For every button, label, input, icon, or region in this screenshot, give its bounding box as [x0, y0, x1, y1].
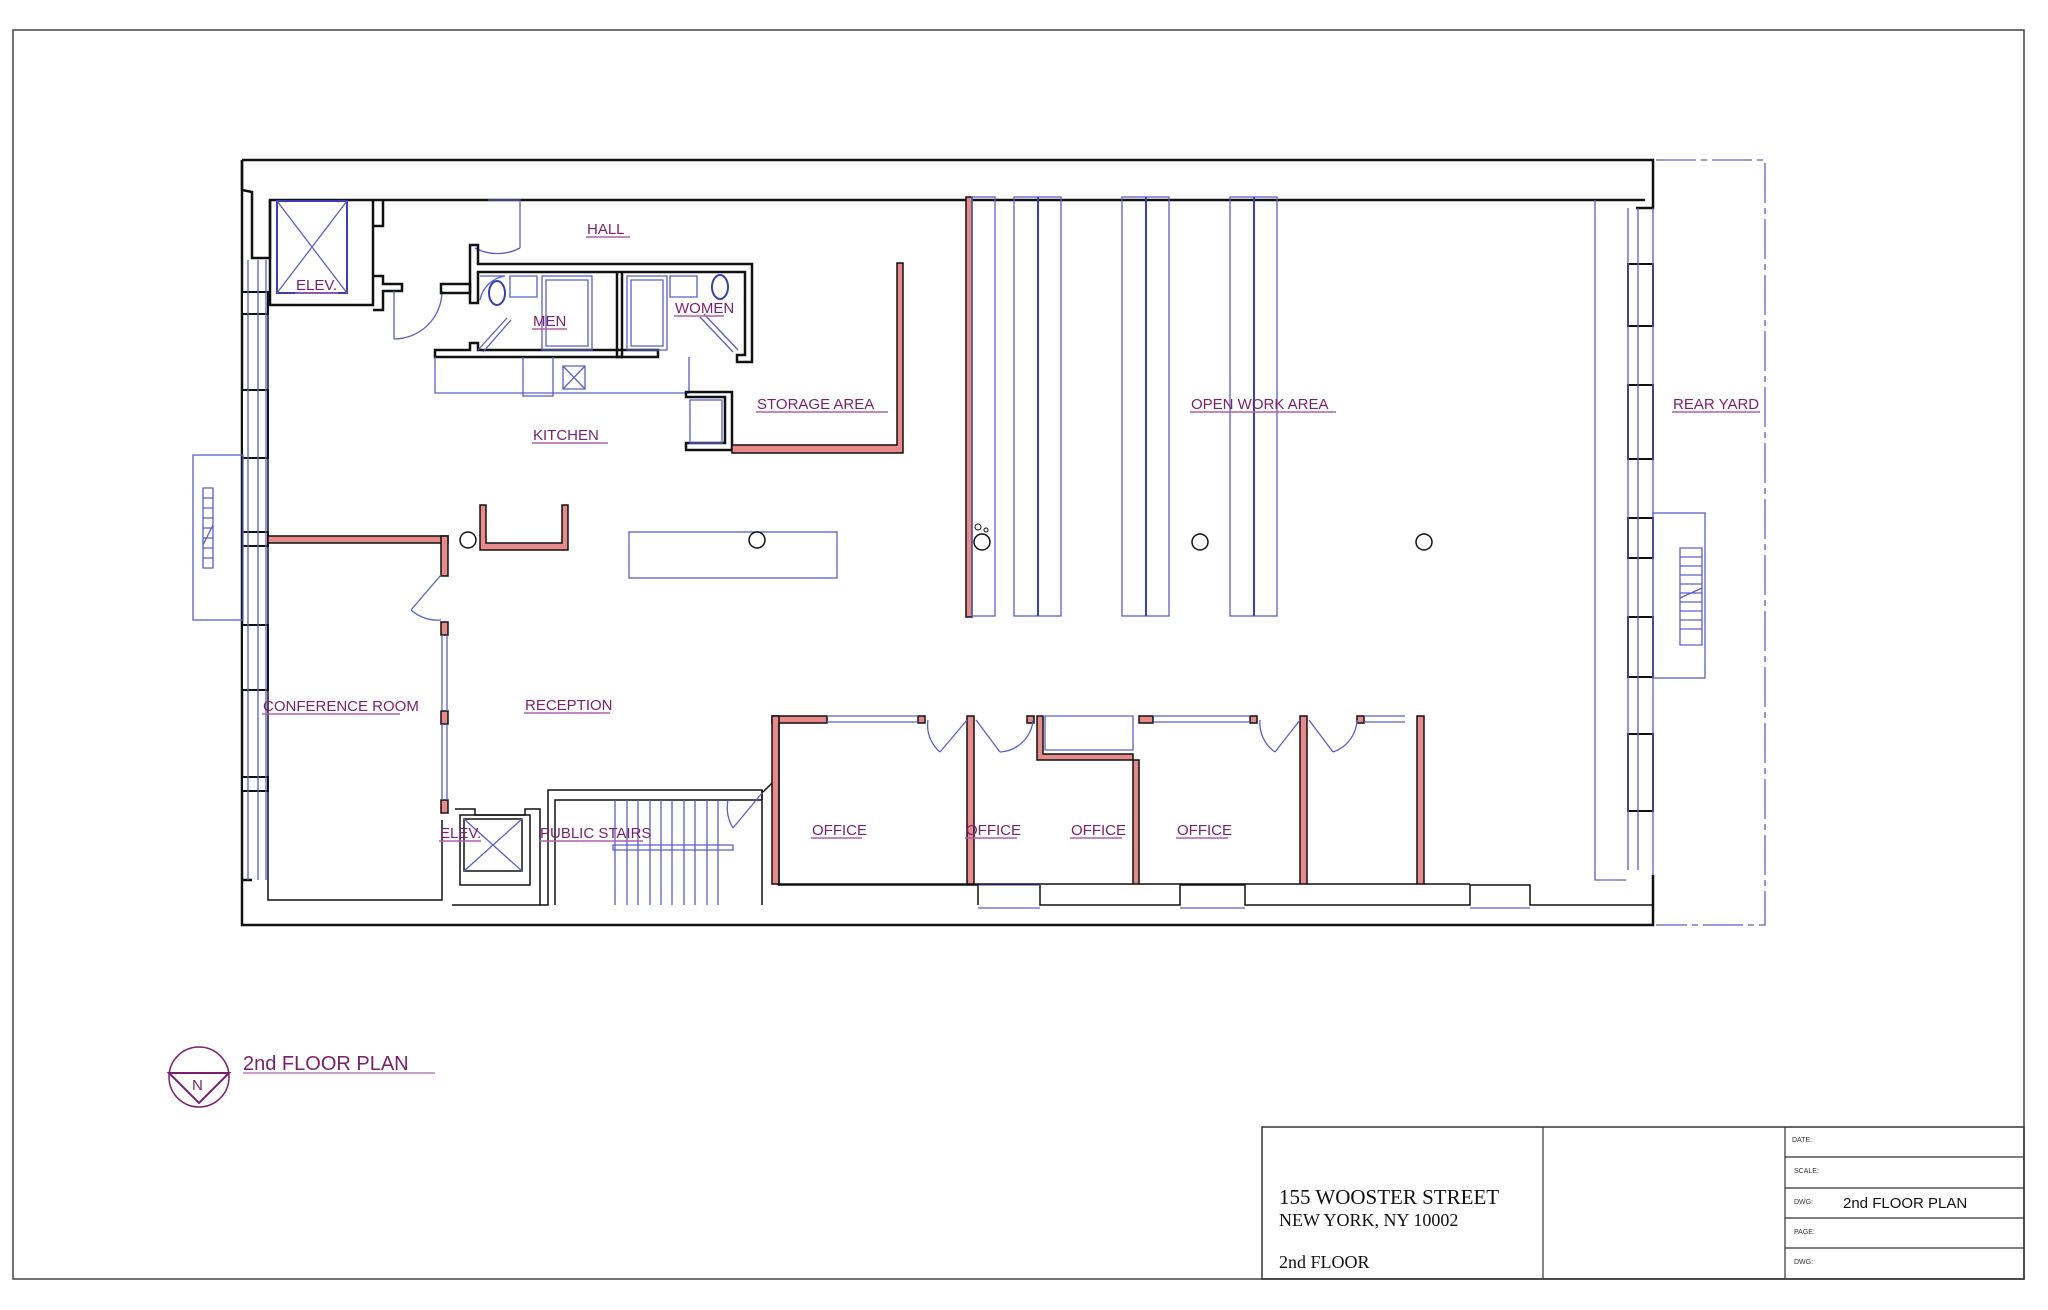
label-conference-room: CONFERENCE ROOM [263, 698, 419, 715]
floor-label: 2nd FLOOR [1279, 1252, 1370, 1272]
partitions [267, 196, 1470, 885]
field-dwg-value: 2nd FLOOR PLAN [1843, 1195, 1967, 1212]
north-arrow-icon: N [166, 1046, 232, 1108]
field-dwg-label: DWG: [1794, 1199, 1813, 1206]
label-office-4: OFFICE [1177, 822, 1232, 839]
title-block: 155 WOOSTER STREET NEW YORK, NY 10002 2n… [1261, 1126, 2025, 1280]
label-elevator-top: ELEV. [296, 277, 337, 294]
north-label: N [192, 1077, 203, 1094]
label-hall: HALL [587, 221, 625, 238]
label-office-2: OFFICE [966, 822, 1021, 839]
label-office-3: OFFICE [1071, 822, 1126, 839]
address-line-2: NEW YORK, NY 10002 [1279, 1210, 1458, 1230]
label-public-stairs: PUBLIC STAIRS [540, 825, 651, 842]
workstations [971, 196, 1278, 617]
sheet-border [12, 29, 2025, 1280]
label-storage-area: STORAGE AREA [757, 396, 874, 413]
label-kitchen: KITCHEN [533, 427, 599, 444]
label-men: MEN [533, 313, 566, 330]
field-page-label: PAGE: [1794, 1229, 1815, 1236]
field-scale-label: SCALE: [1794, 1168, 1819, 1175]
label-women: WOMEN [675, 300, 734, 317]
field-dwg2-label: DWG: [1794, 1259, 1813, 1266]
label-reception: RECEPTION [525, 697, 613, 714]
label-elevator-bottom: ELEV. [440, 825, 481, 842]
lower-core [455, 800, 734, 905]
field-date-label: DATE: [1792, 1137, 1812, 1144]
label-rear-yard: REAR YARD [1673, 396, 1759, 413]
address-line-1: 155 WOOSTER STREET [1279, 1185, 1499, 1209]
room-labels: HALL ELEV. MEN WOMEN KITCHEN STORAGE ARE… [262, 221, 1760, 842]
label-office-1: OFFICE [812, 822, 867, 839]
building-outline [192, 158, 1766, 927]
label-open-work-area: OPEN WORK AREA [1191, 396, 1329, 413]
plan-title: 2nd FLOOR PLAN [243, 1053, 409, 1075]
core-top-left [268, 199, 754, 452]
